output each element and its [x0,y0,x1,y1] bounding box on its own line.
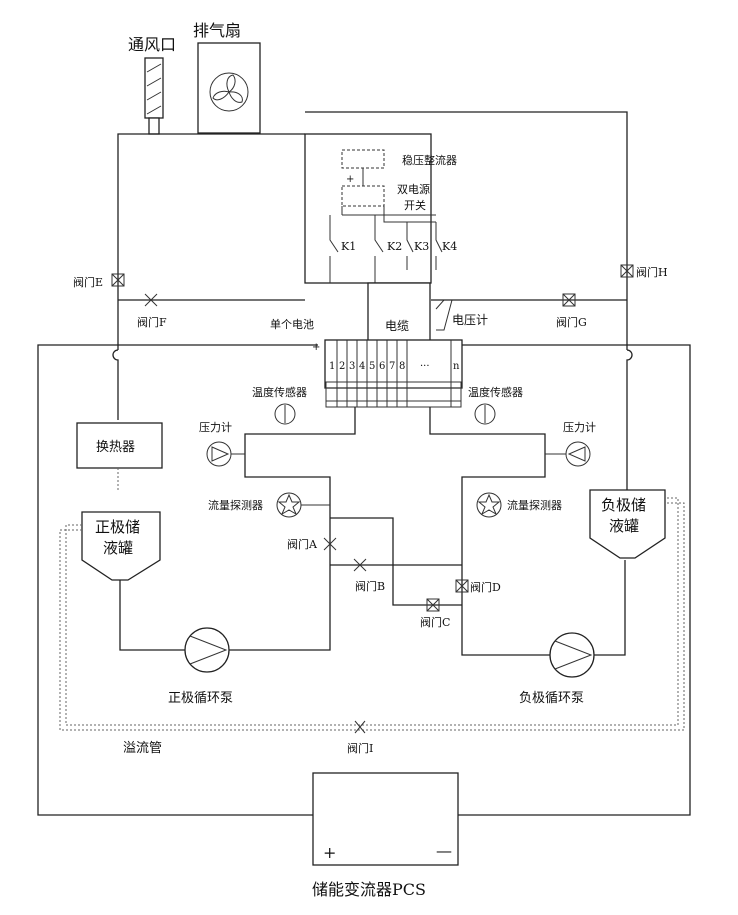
valve-e-label: 阀门E [73,275,103,289]
pressure-gauge-left: 压力计 [199,421,232,466]
temp-sensor-left: 温度传感器 [252,385,307,424]
k2-label: K2 [387,240,402,253]
heat-exchanger: 换热器 [77,423,162,490]
dual-power-switch-box [342,186,384,206]
valve-a-label: 阀门A [287,537,318,551]
k1-label: K1 [341,240,356,253]
positive-pump: 正极循环泵 [168,628,233,706]
valve-f: 阀门F [137,294,167,329]
valve-c: 阀门C [420,599,450,629]
pressure-right-label: 压力计 [563,421,596,434]
dual-power-label-2: 开关 [404,198,426,212]
valve-d: 阀门D [456,580,501,594]
pos-tank-label-2: 液罐 [103,539,133,557]
valve-b: 阀门B [354,559,385,593]
k3-label: K3 [414,240,429,253]
temp-sensor-right: 温度传感器 [468,385,523,424]
heat-exchanger-label: 换热器 [96,440,135,455]
neg-tank-label-1: 负极储 [601,496,646,514]
valve-i: 阀门I [347,721,373,755]
valve-h: 阀门H [621,265,668,279]
cable-label: 电缆 [385,319,409,333]
single-cell-label: 单个电池 [270,318,314,331]
valve-c-label: 阀门C [420,615,450,629]
stack-cell-2: 2 [339,361,345,372]
valve-a: 阀门A [287,537,336,551]
pcs-minus: — [436,841,452,860]
overflow-label: 溢流管 [123,741,162,756]
valve-g-label: 阀门G [556,315,587,329]
valve-i-label: 阀门I [347,741,373,755]
k4-label: K4 [442,240,457,253]
stack-cell-5: 5 [369,361,375,372]
stack-cell-6: 6 [379,361,385,372]
flow-left-label: 流量探测器 [208,498,263,512]
regulator-plus: + [346,174,354,185]
valve-b-label: 阀门B [355,579,385,593]
vent-label: 通风口 [128,35,176,54]
pcs-label: 储能变流器PCS [312,880,426,899]
vent: 通风口 [128,35,176,134]
regulator-box [342,150,384,168]
pcs-unit: + — 储能变流器PCS [312,773,458,899]
battery-stack: 1 2 3 4 5 6 7 8 ··· n [325,340,462,407]
pressure-left-label: 压力计 [199,421,232,434]
stack-cell-4: 4 [359,361,365,372]
valve-f-label: 阀门F [137,315,167,329]
stack-plus: + [312,342,320,353]
neg-pump-label: 负极循环泵 [519,691,584,706]
flow-right-label: 流量探测器 [507,498,562,512]
pcs-plus: + [323,843,336,862]
temp-sensor-left-label: 温度传感器 [252,385,307,399]
pos-pump-label: 正极循环泵 [168,691,233,706]
negative-pump: 负极循环泵 [519,633,594,706]
pressure-gauge-right: 压力计 [563,421,596,466]
positive-tank: 正极储 液罐 [82,512,160,580]
temp-sensor-right-label: 温度传感器 [468,385,523,399]
dual-power-label-1: 双电源 [397,182,430,196]
flow-detector-left: 流量探测器 [208,493,301,517]
stack-cell-1: 1 [329,361,335,372]
voltmeter-label: 电压计 [452,313,488,327]
regulator-label: 稳压整流器 [402,153,457,167]
stack-cell-8: 8 [399,361,405,372]
voltmeter: 电压计 [436,300,488,330]
valve-h-label: 阀门H [636,265,668,279]
stack-cell-3: 3 [349,361,355,372]
valve-g: 阀门G [556,294,587,329]
exhaust-fan-label: 排气扇 [193,21,241,40]
stack-cell-n: n [453,361,460,372]
stack-dots: ··· [420,361,430,372]
pos-tank-label-1: 正极储 [95,518,140,536]
negative-tank: 负极储 液罐 [590,490,665,558]
valve-d-label: 阀门D [470,580,501,594]
exhaust-fan: 排气扇 [193,21,260,133]
neg-tank-label-2: 液罐 [609,517,639,535]
stack-cell-7: 7 [389,361,395,372]
valve-e: 阀门E [73,274,124,289]
flow-detector-right: 流量探测器 [477,493,562,517]
